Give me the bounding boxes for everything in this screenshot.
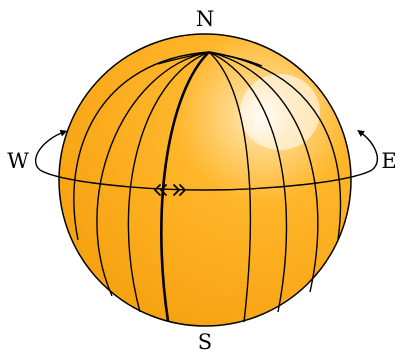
globe: [59, 34, 351, 326]
label-west: W: [7, 149, 29, 173]
label-south: S: [198, 330, 212, 354]
globe-highlight: [240, 74, 320, 150]
label-east: E: [381, 149, 396, 173]
rotation-arrow-right: [360, 132, 377, 170]
label-north: N: [196, 7, 214, 31]
